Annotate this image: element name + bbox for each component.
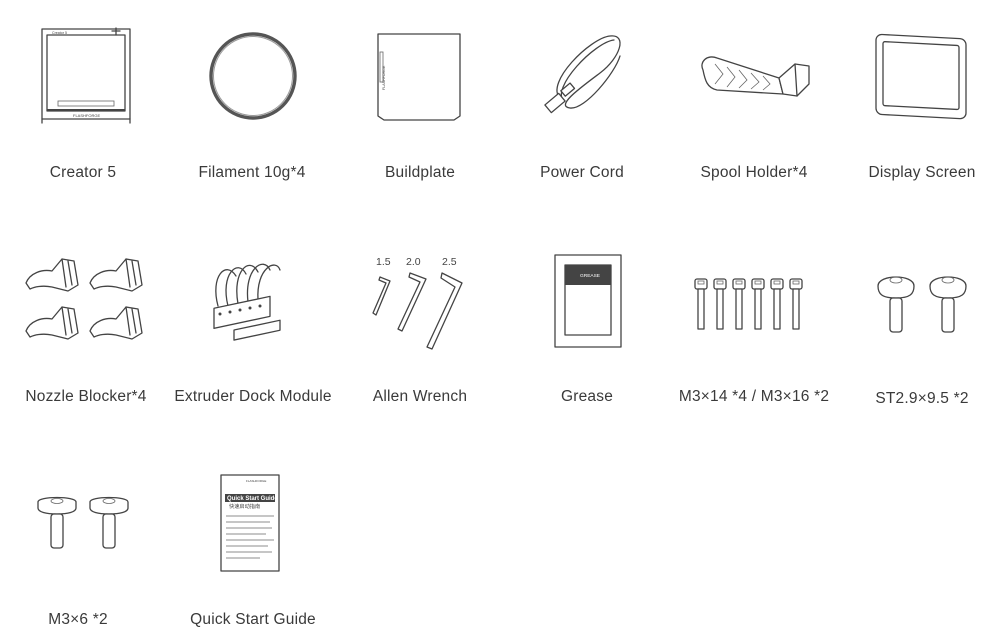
m3-screws-illustration bbox=[692, 277, 816, 333]
guide-title-zh: 快速启动指南 bbox=[229, 502, 260, 510]
creator-5-printer-illustration: Creator 5 FLASHFORGE bbox=[40, 27, 135, 124]
wrench-size-2-0: 2.0 bbox=[406, 256, 421, 268]
item-label-m3x6-screws: M3×6 *2 bbox=[48, 611, 108, 628]
grease-illustration: GREASE bbox=[554, 254, 622, 348]
printer-model-text: Creator 5 bbox=[52, 31, 67, 35]
quick-start-guide-illustration: FLASHFORGE Quick Start Guide 快速启动指南 bbox=[220, 474, 280, 572]
item-label-extruder-dock-module: Extruder Dock Module bbox=[174, 388, 332, 405]
m3x6-screws-illustration bbox=[36, 494, 134, 552]
extruder-dock-module-illustration bbox=[206, 256, 286, 352]
nozzle-blocker-illustration bbox=[22, 255, 150, 345]
grease-tube-text: GREASE bbox=[580, 273, 600, 279]
item-label-allen-wrench: Allen Wrench bbox=[372, 388, 468, 405]
filament-coil-illustration bbox=[207, 30, 299, 122]
printer-brand-text: FLASHFORGE bbox=[73, 113, 100, 118]
spool-holder-illustration bbox=[697, 50, 812, 102]
display-screen-illustration bbox=[872, 33, 970, 120]
item-label-nozzle-blocker: Nozzle Blocker*4 bbox=[25, 388, 147, 405]
buildplate-illustration: FLASHFORGE bbox=[376, 32, 462, 122]
item-label-filament: Filament 10g*4 bbox=[198, 164, 306, 181]
item-label-buildplate: Buildplate bbox=[384, 164, 456, 181]
item-label-power-cord: Power Cord bbox=[540, 164, 624, 181]
item-label-spool-holder: Spool Holder*4 bbox=[700, 164, 808, 181]
item-label-creator-5: Creator 5 bbox=[49, 164, 117, 181]
wrench-size-1-5: 1.5 bbox=[376, 256, 391, 268]
guide-title-en: Quick Start Guide bbox=[227, 496, 278, 502]
item-label-display-screen: Display Screen bbox=[868, 164, 976, 181]
st29-screws-illustration bbox=[876, 270, 972, 336]
guide-brand-text: FLASHFORGE bbox=[246, 479, 266, 483]
buildplate-brand-text: FLASHFORGE bbox=[382, 65, 386, 90]
item-label-quick-start-guide: Quick Start Guide bbox=[190, 611, 316, 628]
power-cord-illustration bbox=[540, 28, 632, 122]
item-label-grease: Grease bbox=[560, 388, 614, 405]
allen-wrench-illustration: 1.5 2.0 2.5 bbox=[368, 253, 472, 351]
item-label-st29-screws: ST2.9×9.5 *2 bbox=[875, 390, 969, 407]
wrench-size-2-5: 2.5 bbox=[442, 256, 457, 268]
item-label-m3-screws: M3×14 *4 / M3×16 *2 bbox=[678, 388, 830, 405]
